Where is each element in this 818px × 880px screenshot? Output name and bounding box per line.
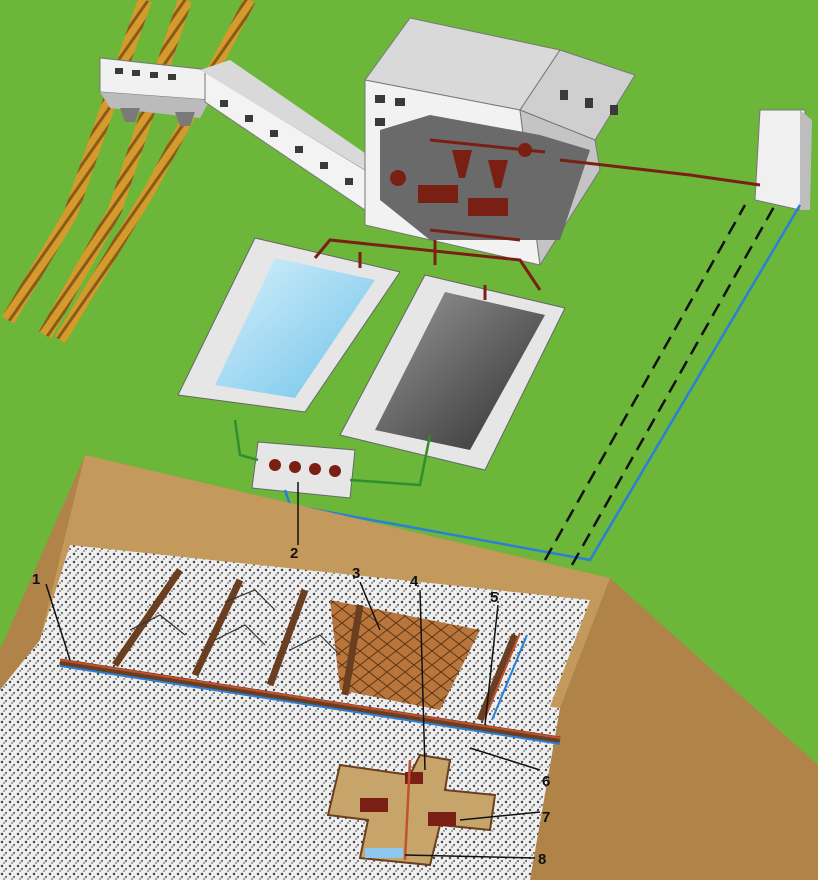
callout-6: 6: [542, 773, 550, 790]
dashed-return-line-2: [570, 204, 777, 566]
callout-2: 2: [290, 545, 298, 562]
callout-5: 5: [490, 589, 498, 606]
railway-tracks: [1, 0, 256, 344]
pond-drain-line: [233, 419, 432, 487]
callout-1: 1: [32, 571, 40, 588]
settling-pond-left: [177, 237, 401, 413]
dashed-return-line-1: [543, 204, 747, 561]
process-water-pipe: [559, 158, 761, 187]
slurry-distribution-pipes: [313, 238, 542, 300]
water-return-line: [283, 204, 802, 562]
pump-unit: [251, 441, 356, 499]
callout-4: 4: [410, 573, 419, 590]
water-sump: [365, 848, 403, 858]
callout-lines: [45, 482, 541, 859]
water-tower: [754, 109, 812, 211]
conveyor-gallery: [99, 57, 375, 211]
callout-3: 3: [352, 565, 360, 582]
callout-8: 8: [538, 851, 546, 868]
settling-pond-right: [339, 274, 566, 471]
callout-7: 7: [542, 809, 550, 826]
pump-chamber: [326, 753, 497, 867]
mine-workings: [59, 568, 561, 745]
processing-plant: [364, 17, 636, 267]
